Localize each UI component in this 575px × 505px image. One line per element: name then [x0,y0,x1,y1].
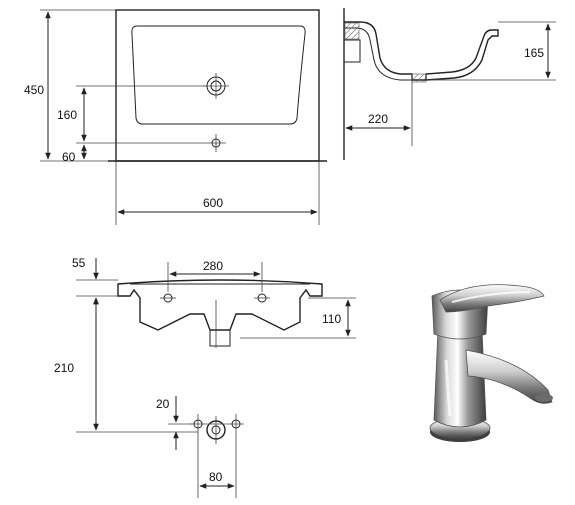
front-view: 280 55 110 210 [54,256,356,433]
dim-tap-to-back-label: 160 [57,108,77,122]
dim-side-height-label: 165 [524,46,544,60]
dim-detail-offset-label: 20 [156,397,170,411]
dim-depth-label: 450 [24,83,44,97]
tap-hole [206,134,226,152]
top-view-outline [115,9,320,162]
dim-side-depth-label: 220 [368,112,388,126]
front-tap-hole-left [160,293,176,303]
dim-detail-spacing-label: 80 [209,470,223,484]
drain-hole [203,73,229,99]
dim-total-drop-label: 210 [54,361,74,375]
dim-top-offset-label: 55 [72,256,86,270]
dim-hole-spacing-label: 280 [203,259,223,273]
side-view: 165 220 [343,8,556,160]
front-tap-hole-right [254,293,270,303]
faucet-icon [429,284,553,442]
dim-bowl-depth-label: 110 [322,312,341,326]
side-section-profile [344,21,499,81]
dim-width-label: 600 [203,196,223,210]
dim-overflow-label: 60 [62,150,76,164]
top-view-bowl [131,25,306,125]
top-view: 450 160 60 600 [24,9,327,225]
tap-hole-detail: 20 80 [156,396,244,498]
front-basin-profile [117,279,323,331]
